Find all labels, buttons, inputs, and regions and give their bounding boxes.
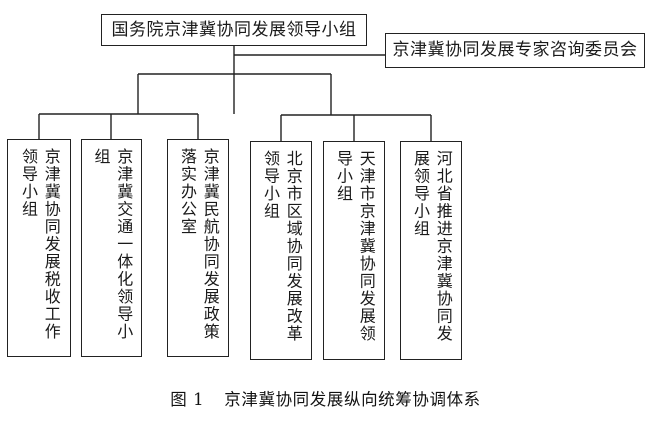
figure-caption-text: 京津冀协同发展纵向统筹协调体系 <box>224 390 481 409</box>
node-leaf-hebei-promotion-leading-group[interactable]: 河北省推进京津冀协同发展领导小组 <box>400 141 462 360</box>
node-label: 京津冀交通一体化领导小组 <box>91 148 134 341</box>
node-leaf-tianjin-coordinated-development-leading-group[interactable]: 天津市京津冀协同发展领导小组 <box>323 141 385 360</box>
node-label: 北京市区域协同发展改革领导小组 <box>261 150 303 343</box>
node-leaf-tax-work-leading-group[interactable]: 京津冀协同发展税收工作领导小组 <box>7 139 71 357</box>
node-label: 京津冀协同发展税收工作领导小组 <box>19 148 61 341</box>
node-leaf-civil-aviation-policy-office[interactable]: 京津冀民航协同发展政策落实办公室 <box>167 139 229 357</box>
node-state-council-leading-group[interactable]: 国务院京津冀协同发展领导小组 <box>101 14 367 46</box>
node-expert-advisory-committee[interactable]: 京津冀协同发展专家咨询委员会 <box>385 33 645 68</box>
figure-number: 图 1 <box>170 390 205 409</box>
node-leaf-transport-integration-leading-group[interactable]: 京津冀交通一体化领导小组 <box>81 139 142 357</box>
node-label: 国务院京津冀协同发展领导小组 <box>111 19 357 40</box>
node-label: 天津市京津冀协同发展领导小组 <box>334 150 376 343</box>
node-label: 京津冀协同发展专家咨询委员会 <box>392 40 638 60</box>
node-label: 河北省推进京津冀协同发展领导小组 <box>411 150 453 343</box>
node-leaf-beijing-regional-reform-leading-group[interactable]: 北京市区域协同发展改革领导小组 <box>250 141 312 360</box>
figure-caption: 图 1 京津冀协同发展纵向统筹协调体系 <box>0 386 651 410</box>
node-label: 京津冀民航协同发展政策落实办公室 <box>178 148 220 341</box>
